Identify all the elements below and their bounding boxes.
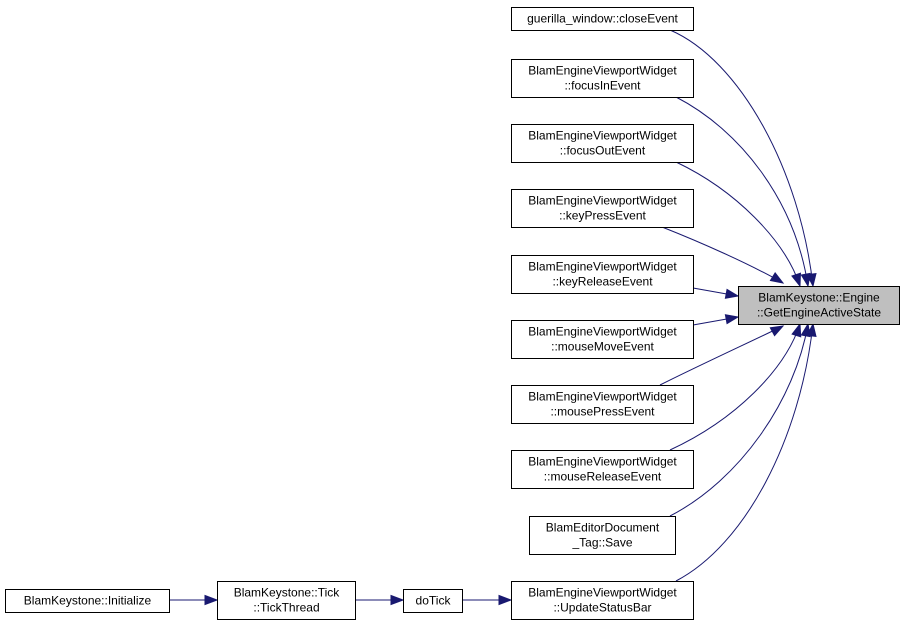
node-box <box>529 516 676 555</box>
edge-line <box>669 323 801 451</box>
node-label-line: ::focusOutEvent <box>560 144 646 158</box>
node-box <box>511 59 694 98</box>
node-label-line: ::keyPressEvent <box>559 209 646 223</box>
edge-mouseReleaseEvent-to-target <box>669 322 802 451</box>
node-label-line: ::GetEngineActiveState <box>757 306 881 320</box>
node-box <box>403 589 463 613</box>
node-label-line: doTick <box>416 594 452 608</box>
node-mouseReleaseEvent[interactable]: BlamEngineViewportWidget::mouseReleaseEv… <box>511 450 694 489</box>
edge-line <box>669 29 814 287</box>
arrow-head-icon <box>800 272 811 288</box>
edge-line <box>669 323 809 517</box>
node-initialize[interactable]: BlamKeystone::Initialize <box>5 589 170 613</box>
node-label-line: ::mouseMoveEvent <box>551 340 654 354</box>
edge-line <box>661 226 784 284</box>
edge-doTick-to-updateStatusBar <box>462 594 513 606</box>
node-target[interactable]: BlamKeystone::Engine::GetEngineActiveSta… <box>738 286 900 325</box>
node-label-line: ::focusInEvent <box>564 79 641 93</box>
node-mousePressEvent[interactable]: BlamEngineViewportWidget::mousePressEven… <box>511 385 694 424</box>
edge-keyReleaseEvent-to-target <box>692 287 740 299</box>
node-label-line: BlamEngineViewportWidget <box>528 390 677 404</box>
node-box <box>738 286 900 325</box>
node-keyPressEvent[interactable]: BlamEngineViewportWidget::keyPressEvent <box>511 189 694 228</box>
node-label-line: BlamEngineViewportWidget <box>528 64 677 78</box>
node-box <box>511 385 694 424</box>
node-focusOutEvent[interactable]: BlamEngineViewportWidget::focusOutEvent <box>511 124 694 163</box>
node-label-line: ::mouseReleaseEvent <box>544 470 662 484</box>
node-label-line: _Tag::Save <box>571 536 632 550</box>
edge-line <box>675 323 814 582</box>
node-box <box>511 255 694 294</box>
node-label-line: BlamEngineViewportWidget <box>528 260 677 274</box>
node-tickThread[interactable]: BlamKeystone::Tick::TickThread <box>217 581 356 620</box>
arrow-head-icon <box>791 322 802 338</box>
node-label-line: BlamKeystone::Engine <box>758 291 880 305</box>
nodes-layer: BlamKeystone::Engine::GetEngineActiveSta… <box>5 7 900 620</box>
node-label-line: BlamEngineViewportWidget <box>528 586 677 600</box>
arrow-head-icon <box>769 272 785 284</box>
node-box <box>511 124 694 163</box>
node-focusInEvent[interactable]: BlamEngineViewportWidget::focusInEvent <box>511 59 694 98</box>
node-label-line: BlamEngineViewportWidget <box>528 129 677 143</box>
arrow-head-icon <box>724 288 740 299</box>
node-label-line: ::UpdateStatusBar <box>553 601 651 615</box>
node-closeEvent[interactable]: guerilla_window::closeEvent <box>511 7 694 31</box>
node-doTick[interactable]: doTick <box>403 589 463 613</box>
arrow-head-icon <box>498 594 513 606</box>
node-label-line: BlamEditorDocument <box>546 521 660 535</box>
node-box <box>511 7 694 31</box>
node-label-line: BlamKeystone::Tick <box>234 586 341 600</box>
node-mouseMoveEvent[interactable]: BlamEngineViewportWidget::mouseMoveEvent <box>511 320 694 359</box>
edge-line <box>675 161 801 287</box>
node-label-line: ::mousePressEvent <box>550 405 655 419</box>
node-label-line: BlamEngineViewportWidget <box>528 455 677 469</box>
edges-layer <box>169 29 817 606</box>
node-label-line: ::TickThread <box>253 601 319 615</box>
node-box <box>511 320 694 359</box>
arrow-head-icon <box>204 594 219 606</box>
arrow-head-icon <box>769 325 785 337</box>
edge-tickThread-to-doTick <box>355 594 405 606</box>
node-updateStatusBar[interactable]: BlamEngineViewportWidget::UpdateStatusBa… <box>511 581 694 620</box>
node-save[interactable]: BlamEditorDocument_Tag::Save <box>529 516 676 555</box>
edge-initialize-to-tickThread <box>169 594 219 606</box>
edge-focusOutEvent-to-target <box>675 161 802 288</box>
node-box <box>511 581 694 620</box>
node-keyReleaseEvent[interactable]: BlamEngineViewportWidget::keyReleaseEven… <box>511 255 694 294</box>
edge-focusInEvent-to-target <box>675 96 811 288</box>
node-box <box>217 581 356 620</box>
edge-mouseMoveEvent-to-target <box>692 314 740 326</box>
node-label-line: ::keyReleaseEvent <box>552 275 653 289</box>
node-label-line: guerilla_window::closeEvent <box>527 12 678 26</box>
node-box <box>511 189 694 228</box>
node-label-line: BlamEngineViewportWidget <box>528 194 677 208</box>
edge-line <box>659 325 784 386</box>
arrow-head-icon <box>806 322 817 338</box>
arrow-head-icon <box>791 272 802 288</box>
node-label-line: BlamKeystone::Initialize <box>24 594 152 608</box>
node-label-line: BlamEngineViewportWidget <box>528 325 677 339</box>
node-box <box>5 589 170 613</box>
edge-updateStatusBar-to-target <box>675 322 817 582</box>
arrow-head-icon <box>724 314 740 325</box>
edge-line <box>675 96 809 287</box>
arrow-head-icon <box>390 594 405 606</box>
node-box <box>511 450 694 489</box>
edge-mousePressEvent-to-target <box>659 325 785 386</box>
edge-keyPressEvent-to-target <box>661 226 785 284</box>
